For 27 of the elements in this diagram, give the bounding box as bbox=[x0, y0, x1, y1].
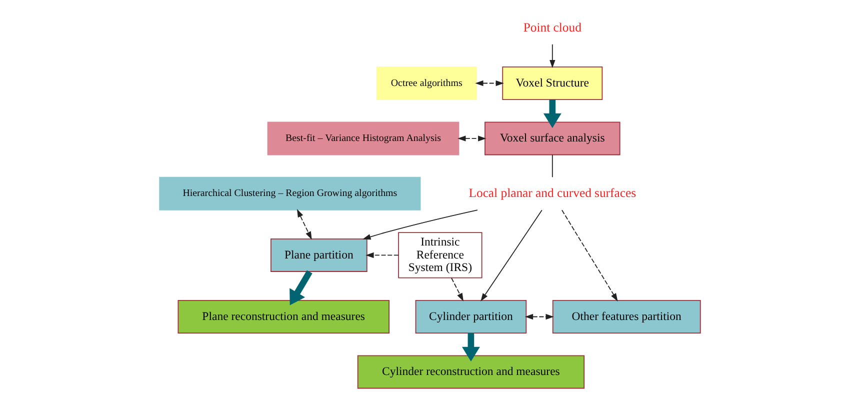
node-box: Voxel surface analysis bbox=[484, 122, 620, 156]
arrow bbox=[362, 210, 478, 240]
arrow bbox=[461, 333, 480, 362]
arrow bbox=[365, 252, 398, 258]
node-box: Voxel Structure bbox=[502, 66, 602, 100]
arrow bbox=[480, 210, 542, 302]
node-text: Point cloud bbox=[522, 20, 581, 34]
arrow bbox=[561, 210, 618, 302]
arrow bbox=[450, 278, 463, 302]
arrow bbox=[524, 314, 554, 320]
node-box: Hierarchical Clustering – Region Growing algorithms bbox=[158, 176, 420, 210]
arrow bbox=[549, 44, 555, 68]
node-box: Cylinder partition bbox=[414, 300, 526, 334]
arrow bbox=[474, 80, 504, 86]
connector bbox=[551, 154, 552, 178]
node-text: Local planar and curved surfaces bbox=[468, 186, 636, 200]
arrow bbox=[457, 136, 486, 142]
node-box: Plane reconstruction and measures bbox=[177, 300, 389, 334]
node-box: Cylinder reconstruction and measures bbox=[356, 355, 584, 389]
node-box: Intrinsic Reference System (IRS) bbox=[398, 232, 482, 278]
arrow bbox=[296, 209, 312, 240]
node-box: Other features partition bbox=[552, 300, 700, 334]
arrow bbox=[289, 270, 312, 306]
arrow bbox=[542, 100, 561, 128]
node-box: Octree algorithms bbox=[376, 66, 476, 100]
node-box: Best-fit – Variance Histogram Analysis bbox=[266, 122, 459, 156]
node-box: Plane partition bbox=[270, 238, 367, 272]
